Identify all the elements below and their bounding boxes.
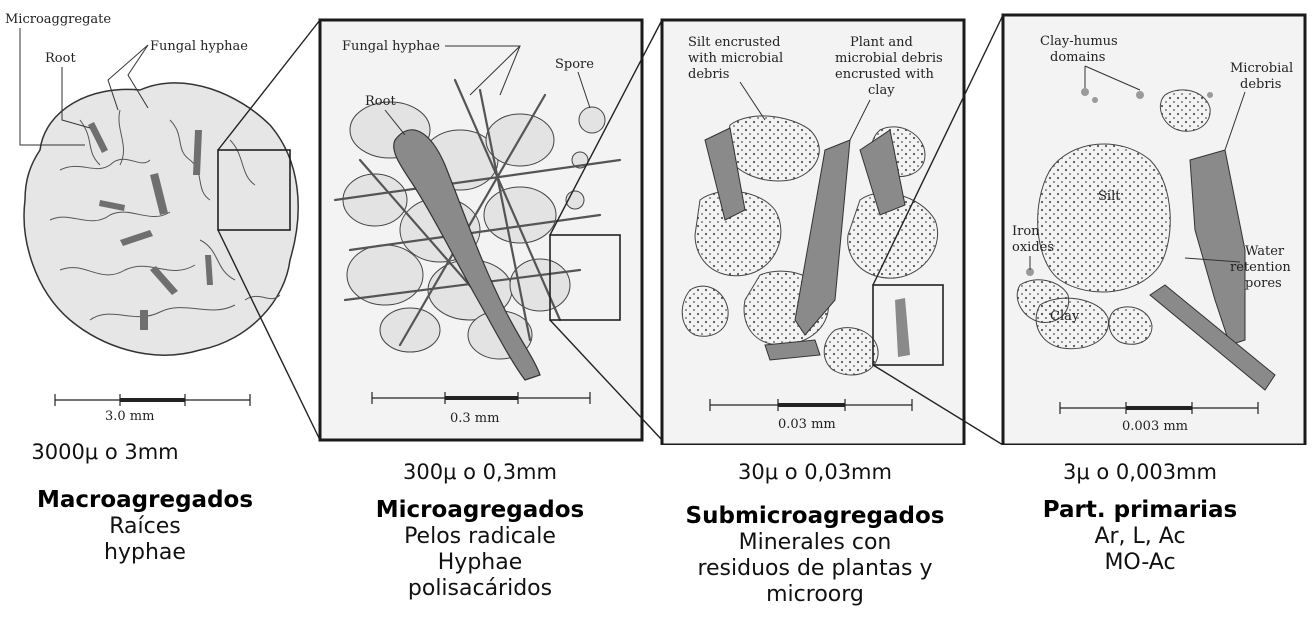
label-microbial-2: debris <box>1240 77 1281 92</box>
size-label: 3000μ o 3mm <box>0 440 290 465</box>
label-plant-3: encrusted with <box>835 67 934 82</box>
label-microaggregate: Microaggregate <box>5 12 111 27</box>
caption-line: Minerales con <box>650 530 980 556</box>
label-water-3: pores <box>1245 276 1282 291</box>
microaggregate-panel: Fungal hyphae Spore Root 0.3 mm <box>320 20 642 440</box>
label-root: Root <box>45 51 76 66</box>
caption-microagregados: 300μ o 0,3mm Microagregados Pelos radica… <box>335 460 625 602</box>
scale-label-4: 0.003 mm <box>1122 419 1188 434</box>
caption-line: Hyphae <box>335 550 625 576</box>
label-plant-2: microbial debris <box>835 51 943 66</box>
label-silt-3: debris <box>688 67 729 82</box>
label-plant-1: Plant and <box>850 35 913 50</box>
label-silt: Silt <box>1098 189 1121 204</box>
primary-particles-panel: Clay-humus domains Microbial debris Silt… <box>1003 15 1305 445</box>
caption-line: residuos de plantas y <box>650 556 980 582</box>
caption-submicroagregados: 30μ o 0,03mm Submicroagregados Minerales… <box>650 460 980 608</box>
label-silt-1: Silt encrusted <box>688 35 780 50</box>
scale-label-2: 0.3 mm <box>450 411 499 426</box>
macroaggregate-illustration: Microaggregate Root Fungal hyphae 3.0 mm <box>5 12 298 424</box>
label-clay-humus-1: Clay-humus <box>1040 34 1118 49</box>
caption-title: Submicroagregados <box>650 503 980 530</box>
label-fungal-hyphae-2: Fungal hyphae <box>342 39 440 54</box>
label-iron-1: Iron <box>1012 224 1040 239</box>
label-microbial-1: Microbial <box>1230 61 1293 76</box>
illustration-svg: Microaggregate Root Fungal hyphae 3.0 mm <box>0 0 1312 445</box>
caption-line: hyphae <box>0 540 290 566</box>
submicroaggregate-panel: Silt encrusted with microbial debris Pla… <box>662 20 964 445</box>
caption-line: polisacáridos <box>335 576 625 602</box>
label-silt-2: with microbial <box>688 51 783 66</box>
caption-title: Macroagregados <box>0 487 290 514</box>
scale-label-3: 0.03 mm <box>778 417 836 432</box>
caption-macroagregados: 3000μ o 3mm Macroagregados Raíces hyphae <box>0 440 290 566</box>
caption-line: microorg <box>650 582 980 608</box>
label-water-1: Water <box>1245 244 1285 259</box>
caption-line: MO-Ac <box>1000 550 1280 576</box>
caption-part-primarias: 3μ o 0,003mm Part. primarias Ar, L, Ac M… <box>1000 460 1280 576</box>
size-label: 3μ o 0,003mm <box>1000 460 1280 485</box>
caption-title: Part. primarias <box>1000 497 1280 524</box>
label-fungal-hyphae: Fungal hyphae <box>150 39 248 54</box>
size-label: 300μ o 0,3mm <box>335 460 625 485</box>
caption-line: Pelos radicale <box>335 524 625 550</box>
label-root-2: Root <box>365 94 396 109</box>
size-label: 30μ o 0,03mm <box>650 460 980 485</box>
label-clay: Clay <box>1050 309 1080 324</box>
label-plant-4: clay <box>868 83 895 98</box>
label-spore: Spore <box>555 57 594 72</box>
caption-line: Raíces <box>0 514 290 540</box>
caption-line: Ar, L, Ac <box>1000 524 1280 550</box>
caption-title: Microagregados <box>335 497 625 524</box>
scale-label-1: 3.0 mm <box>105 409 154 424</box>
label-clay-humus-2: domains <box>1050 50 1105 65</box>
label-iron-2: oxides <box>1012 240 1054 255</box>
